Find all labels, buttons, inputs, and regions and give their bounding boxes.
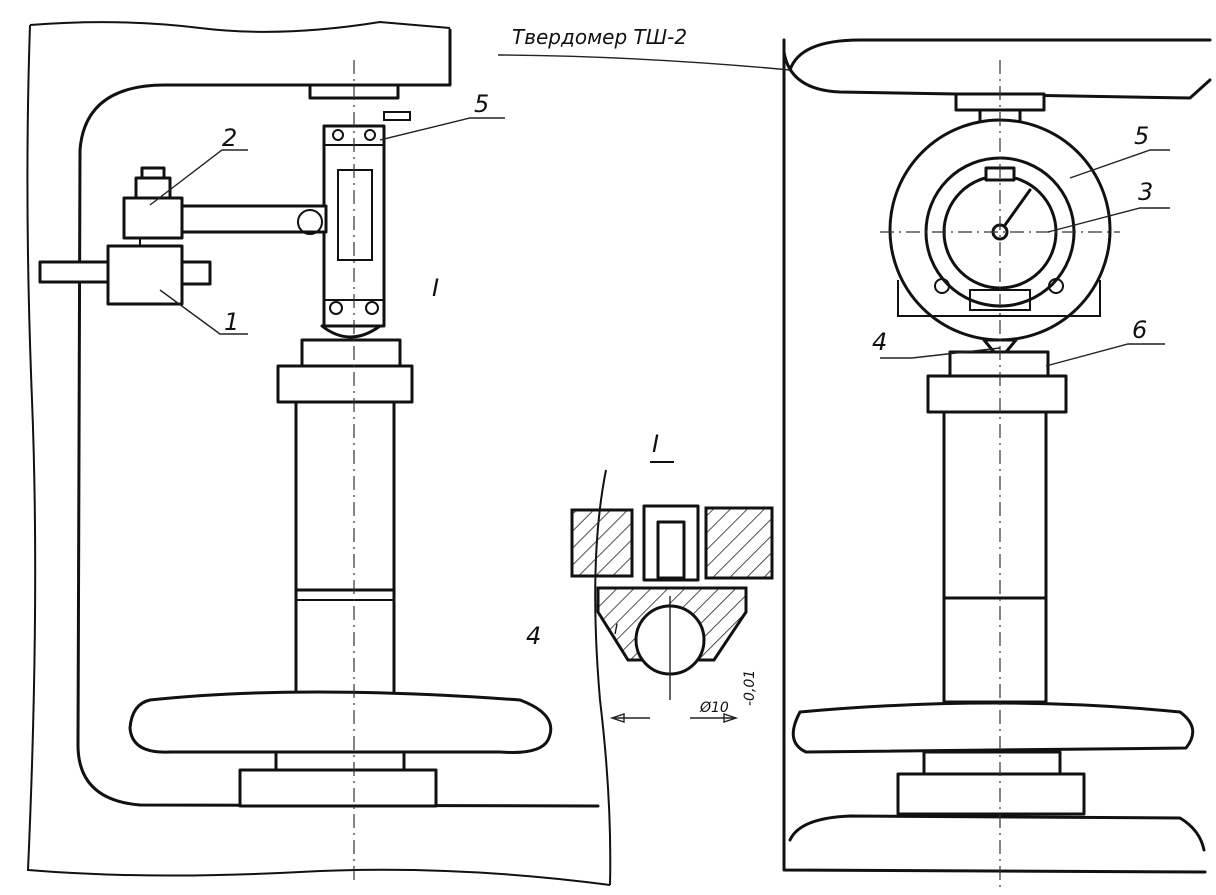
right-frame (782, 38, 1212, 874)
label-5-left: 5 (474, 90, 489, 118)
section-detail (570, 461, 774, 723)
left-base (238, 768, 438, 808)
label-4-center: 4 (526, 622, 541, 650)
dial-needle (998, 188, 1032, 234)
label-4-right: 4 (872, 328, 887, 356)
right-base (896, 772, 1086, 816)
upper-knob-body (122, 196, 184, 240)
section-title: I (652, 430, 659, 458)
label-6: 6 (1132, 316, 1147, 344)
label-1: 1 (224, 308, 239, 336)
label-3: 3 (1138, 178, 1153, 206)
ball-dimension: Ø10 (699, 700, 729, 716)
left-table (276, 364, 414, 404)
label-2: 2 (222, 124, 237, 152)
left-column (294, 400, 396, 696)
right-handwheel (791, 701, 1195, 754)
left-anvil (300, 338, 402, 368)
ball-dimension-tolerance: -0,01 (742, 670, 758, 706)
section-mark-left: I (432, 274, 439, 302)
lower-knob-body (106, 244, 184, 306)
right-view (782, 38, 1212, 890)
left-handwheel (128, 690, 553, 754)
label-5-right: 5 (1134, 122, 1149, 150)
left-arm (178, 204, 328, 234)
hatched-block-right (704, 506, 774, 580)
left-view (26, 20, 612, 886)
right-table (926, 374, 1068, 414)
leader-lines (149, 54, 1170, 367)
left-frame-inner (76, 28, 600, 808)
hatched-block-left (570, 508, 634, 578)
right-column (942, 410, 1048, 704)
right-anvil (948, 350, 1050, 378)
ball-letter: I (614, 622, 618, 638)
title-label: Твердомер ТШ-2 (512, 25, 687, 49)
